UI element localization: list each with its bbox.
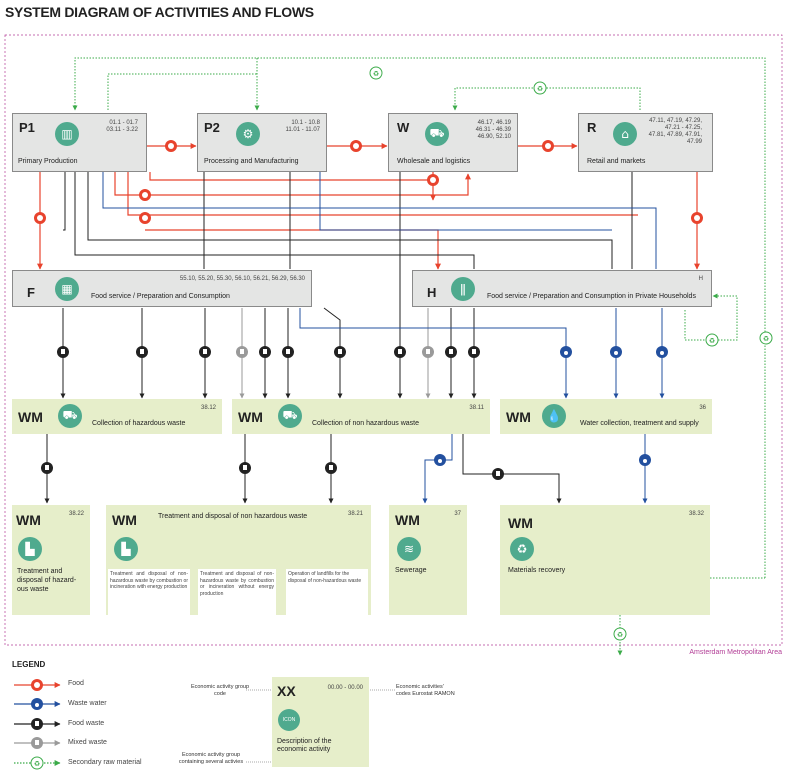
- node-nace: 36: [699, 405, 706, 411]
- node-code: W: [397, 120, 410, 135]
- svg-text:♻: ♻: [537, 85, 543, 93]
- legend-food: Food: [68, 680, 84, 687]
- example-desc: Description of the economic activity: [277, 738, 332, 753]
- waste-truck-icon: ⛟: [278, 404, 302, 428]
- node-label: Treatment and disposal of non hazardous …: [158, 513, 308, 520]
- legend-secondary: Secondary raw material: [68, 759, 142, 766]
- node-code: WM: [395, 512, 420, 528]
- node-code: WM: [16, 512, 41, 528]
- legend-title: LEGEND: [12, 660, 46, 669]
- example-nace: 00.00 - 00.00: [327, 685, 363, 691]
- sub-activity: Treatment and disposal of non-hazardous …: [198, 569, 276, 615]
- plant-icon: ▙: [114, 537, 138, 561]
- node-code: WM: [112, 512, 137, 528]
- plant-icon: ▙: [18, 537, 42, 561]
- page-title: SYSTEM DIAGRAM OF ACTIVITIES AND FLOWS: [5, 4, 314, 20]
- note-group-code: Economic activity group code: [190, 684, 250, 697]
- node-code: WM: [506, 409, 531, 425]
- waste-truck-icon: ⛟: [58, 404, 82, 428]
- node-wm7: WM ♻ 38.32 Materials recovery: [500, 505, 710, 615]
- node-code: F: [27, 285, 35, 300]
- note-codes: Economic activities' codes Eurostat RAMO…: [396, 684, 455, 697]
- legend-mixed-waste: Mixed waste: [68, 739, 107, 746]
- node-h: H ǁ H Food service / Preparation and Con…: [412, 270, 712, 307]
- svg-text:♻: ♻: [617, 631, 623, 639]
- node-wm1: WM ⛟ 38.12 Collection of hazardous waste: [12, 399, 222, 434]
- sub-activity: Treatment and disposal of non-hazardous …: [108, 569, 190, 615]
- node-label: Primary Production: [18, 158, 78, 165]
- node-label: Processing and Manufacturing: [204, 158, 299, 165]
- cutlery-icon: ǁ: [451, 277, 475, 301]
- legend-food-waste: Food waste: [68, 720, 105, 727]
- node-label: Wholesale and logistics: [397, 158, 471, 165]
- example-code: XX: [277, 683, 296, 699]
- node-nace: H: [698, 276, 703, 282]
- shop-icon: ⌂: [613, 122, 637, 146]
- node-wm5: WM ▙ 38.21 Treatment and disposal of non…: [106, 505, 371, 615]
- node-label: Retail and markets: [587, 158, 646, 165]
- legend-waste-water: Waste water: [68, 700, 107, 707]
- note-group-several: Economic activity group containing sever…: [178, 752, 244, 765]
- node-code: R: [587, 120, 597, 135]
- node-code: H: [427, 285, 437, 300]
- node-p2: P2 ⚙ 10.1 - 10.8 11.01 - 11.07 Processin…: [197, 113, 327, 172]
- node-wm2: WM ⛟ 38.11 Collection of non hazardous w…: [232, 399, 490, 434]
- node-wm4: WM ▙ 38.22 Treatment and disposal of haz…: [12, 505, 90, 615]
- node-nace: 46.17, 46.19 46.31 - 46.39 46.90, 52.10: [475, 120, 511, 140]
- node-code: P2: [204, 120, 220, 135]
- node-f: F ▦ 55.10, 55.20, 55.30, 56.10, 56.21, 5…: [12, 270, 312, 307]
- water-hand-icon: 💧: [542, 404, 566, 428]
- example-icon-label: ICON: [282, 717, 296, 723]
- node-nace: 01.1 - 01.7 03.11 - 3.22: [106, 120, 138, 133]
- node-code: P1: [19, 120, 35, 135]
- area-label: Amsterdam Metropolitan Area: [689, 649, 782, 656]
- node-label: Materials recovery: [508, 567, 566, 574]
- node-nace: 47.11, 47.19, 47.29, 47.21 - 47.25, 47.8…: [648, 118, 702, 145]
- sub-activity: Operation of landfills for the disposal …: [286, 569, 368, 615]
- example-icon: ICON: [278, 709, 300, 731]
- node-label: Sewerage: [395, 567, 427, 574]
- node-nace: 38.22: [68, 511, 84, 517]
- svg-text:♻: ♻: [34, 760, 40, 768]
- node-label: Treatment and disposal of hazard-ous was…: [17, 568, 77, 593]
- node-nace: 38.21: [347, 511, 363, 517]
- node-label: Food service / Preparation and Consumpti…: [487, 293, 696, 300]
- node-wm3: WM 💧 36 Water collection, treatment and …: [500, 399, 712, 434]
- legend-example-box: XX 00.00 - 00.00 ICON Description of the…: [272, 677, 369, 767]
- node-p1: P1 ▥ 01.1 - 01.7 03.11 - 3.22 Primary Pr…: [12, 113, 147, 172]
- node-code: WM: [238, 409, 263, 425]
- node-nace: 37: [454, 511, 461, 517]
- calendar-icon: ▦: [55, 277, 79, 301]
- node-label: Collection of non hazardous waste: [312, 420, 420, 427]
- node-nace: 55.10, 55.20, 55.30, 56.10, 56.21, 56.29…: [179, 276, 305, 282]
- recycle-icon: ♻: [510, 537, 534, 561]
- node-label: Water collection, treatment and supply: [580, 420, 699, 427]
- factory-icon: ▥: [55, 122, 79, 146]
- node-code: WM: [18, 409, 43, 425]
- node-label: Food service / Preparation and Consumpti…: [91, 293, 230, 300]
- svg-text:♻: ♻: [709, 337, 715, 345]
- node-w: W ⛟ 46.17, 46.19 46.31 - 46.39 46.90, 52…: [388, 113, 518, 172]
- svg-text:♻: ♻: [763, 335, 769, 343]
- truck-icon: ⛟: [425, 122, 449, 146]
- sewer-icon: ≋: [397, 537, 421, 561]
- svg-text:♻: ♻: [373, 70, 379, 78]
- node-wm6: WM ≋ 37 Sewerage: [389, 505, 467, 615]
- node-nace: 38.32: [688, 511, 704, 517]
- node-label: Collection of hazardous waste: [92, 420, 186, 427]
- node-nace: 38.12: [200, 405, 216, 411]
- node-code: WM: [508, 515, 533, 531]
- node-r: R ⌂ 47.11, 47.19, 47.29, 47.21 - 47.25, …: [578, 113, 713, 172]
- conveyor-icon: ⚙: [236, 122, 260, 146]
- node-nace: 10.1 - 10.8 11.01 - 11.07: [285, 120, 320, 133]
- node-nace: 38.11: [469, 405, 484, 411]
